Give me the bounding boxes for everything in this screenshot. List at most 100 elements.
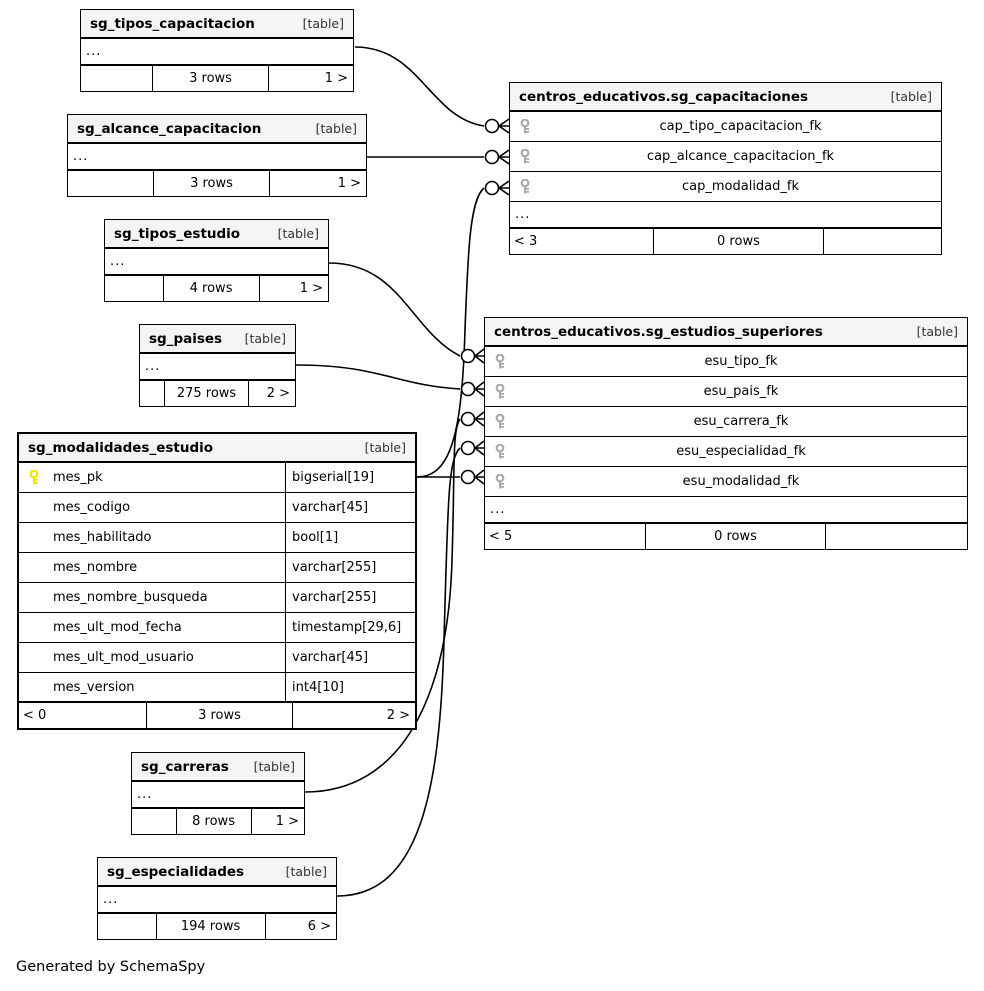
table-footer: 4 rows 1 >: [105, 276, 328, 301]
footer-children: 2 >: [248, 381, 295, 406]
foreign-key-icon: [485, 443, 515, 460]
table-header: sg_paises [table]: [140, 325, 295, 354]
column-name: mes_pk: [53, 470, 103, 485]
foreign-key-icon: [510, 148, 540, 165]
footer-rowcount: 4 rows: [162, 276, 259, 301]
table-header: sg_especialidades [table]: [98, 858, 336, 887]
column-name: esu_tipo_fk: [704, 354, 778, 369]
column-name: esu_pais_fk: [703, 384, 779, 399]
edge-paises: [295, 364, 461, 390]
column-row[interactable]: esu_modalidad_fk: [485, 467, 967, 497]
column-row[interactable]: mes_version int4[10]: [19, 673, 415, 703]
footer-parents: [132, 809, 176, 834]
column-name: mes_ult_mod_usuario: [53, 650, 194, 665]
table-header: sg_alcance_capacitacion [table]: [68, 115, 366, 144]
table-footer: < 0 3 rows 2 >: [19, 703, 415, 728]
footer-children: [825, 524, 967, 549]
edge-tipos-estudio: [328, 262, 461, 357]
table-type-tag: [table]: [890, 89, 932, 104]
footer-parents: [98, 914, 156, 939]
table-sg-modalidades-estudio[interactable]: sg_modalidades_estudio [table] mes_pk bi…: [17, 432, 417, 730]
column-row[interactable]: cap_modalidad_fk: [510, 172, 941, 202]
column-row[interactable]: esu_carrera_fk: [485, 407, 967, 437]
table-sg-paises[interactable]: sg_paises [table] ... 275 rows 2 >: [139, 324, 296, 407]
footer-children: [822, 229, 941, 254]
column-row[interactable]: esu_especialidad_fk: [485, 437, 967, 467]
table-type-tag: [table]: [916, 324, 958, 339]
table-header: sg_modalidades_estudio [table]: [19, 434, 415, 463]
column-name: esu_carrera_fk: [693, 414, 789, 429]
footer-children: 6 >: [264, 914, 336, 939]
table-title: sg_alcance_capacitacion: [77, 120, 262, 137]
column-name: mes_codigo: [53, 500, 131, 515]
column-row[interactable]: mes_codigo varchar[45]: [19, 493, 415, 523]
hidden-columns-indicator: ...: [510, 202, 941, 229]
column-row[interactable]: esu_tipo_fk: [485, 347, 967, 377]
footer-parents: < 3: [514, 234, 538, 249]
column-name: mes_ult_mod_fecha: [53, 620, 182, 635]
table-sg-alcance-capacitacion[interactable]: sg_alcance_capacitacion [table] ... 3 ro…: [67, 114, 367, 197]
hidden-columns-indicator: ...: [81, 39, 353, 66]
table-type-tag: [table]: [315, 121, 357, 136]
column-row[interactable]: cap_alcance_capacitacion_fk: [510, 142, 941, 172]
column-row[interactable]: mes_pk bigserial[19]: [19, 463, 415, 493]
column-row[interactable]: mes_nombre_busqueda varchar[255]: [19, 583, 415, 613]
primary-key-icon: [19, 469, 49, 486]
table-header: sg_tipos_capacitacion [table]: [81, 10, 353, 39]
table-sg-especialidades[interactable]: sg_especialidades [table] ... 194 rows 6…: [97, 857, 337, 940]
column-name: esu_especialidad_fk: [676, 444, 806, 459]
column-row[interactable]: mes_ult_mod_fecha timestamp[29,6]: [19, 613, 415, 643]
edge-modalidades-capacitaciones: [416, 187, 485, 478]
column-type: varchar[255]: [285, 583, 415, 612]
hidden-columns-indicator: ...: [132, 782, 304, 809]
table-footer: 194 rows 6 >: [98, 914, 336, 939]
column-type: int4[10]: [285, 673, 415, 701]
table-title: sg_carreras: [141, 758, 229, 775]
table-title: sg_tipos_capacitacion: [90, 15, 255, 32]
footer-rowcount: 3 rows: [152, 66, 267, 91]
column-row[interactable]: mes_habilitado bool[1]: [19, 523, 415, 553]
connector-terminators-capacitaciones: [484, 118, 510, 196]
table-sg-estudios-superiores[interactable]: centros_educativos.sg_estudios_superiore…: [484, 317, 968, 550]
column-type: varchar[45]: [285, 643, 415, 672]
table-title: sg_tipos_estudio: [114, 225, 241, 242]
foreign-key-icon: [510, 178, 540, 195]
foreign-key-icon: [485, 383, 515, 400]
edge-tipos-capacitacion: [354, 46, 485, 127]
column-name: cap_modalidad_fk: [682, 179, 799, 194]
footer-parents: [68, 171, 153, 196]
footer-children: 1 >: [250, 809, 304, 834]
footer-rowcount: 275 rows: [164, 381, 248, 406]
column-row[interactable]: mes_ult_mod_usuario varchar[45]: [19, 643, 415, 673]
table-sg-tipos-estudio[interactable]: sg_tipos_estudio [table] ... 4 rows 1 >: [104, 219, 329, 302]
table-title: centros_educativos.sg_estudios_superiore…: [494, 323, 823, 340]
foreign-key-icon: [485, 473, 515, 490]
footer-rowcount: 3 rows: [153, 171, 269, 196]
table-header: centros_educativos.sg_estudios_superiore…: [485, 318, 967, 347]
column-type: bigserial[19]: [285, 463, 415, 492]
footer-parents: [140, 381, 164, 406]
footer-children: 1 >: [269, 171, 366, 196]
table-title: sg_modalidades_estudio: [28, 439, 214, 456]
column-row[interactable]: mes_nombre varchar[255]: [19, 553, 415, 583]
table-sg-tipos-capacitacion[interactable]: sg_tipos_capacitacion [table] ... 3 rows…: [80, 9, 354, 92]
table-type-tag: [table]: [364, 440, 406, 455]
hidden-columns-indicator: ...: [68, 144, 366, 171]
footer-parents: < 0: [23, 708, 47, 723]
connector-terminators-estudios: [460, 348, 485, 485]
table-title: centros_educativos.sg_capacitaciones: [519, 88, 809, 105]
footer-rowcount: 3 rows: [146, 703, 292, 728]
foreign-key-icon: [485, 353, 515, 370]
hidden-columns-indicator: ...: [485, 497, 967, 524]
table-footer: 275 rows 2 >: [140, 381, 295, 406]
column-row[interactable]: cap_tipo_capacitacion_fk: [510, 112, 941, 142]
table-sg-carreras[interactable]: sg_carreras [table] ... 8 rows 1 >: [131, 752, 305, 835]
table-footer: < 5 0 rows: [485, 524, 967, 549]
footer-parents: [105, 276, 163, 301]
generated-by-label: Generated by SchemaSpy: [16, 959, 206, 975]
column-row[interactable]: esu_pais_fk: [485, 377, 967, 407]
table-sg-capacitaciones[interactable]: centros_educativos.sg_capacitaciones [ta…: [509, 82, 942, 255]
column-name: esu_modalidad_fk: [682, 474, 800, 489]
table-title: sg_especialidades: [107, 863, 245, 880]
